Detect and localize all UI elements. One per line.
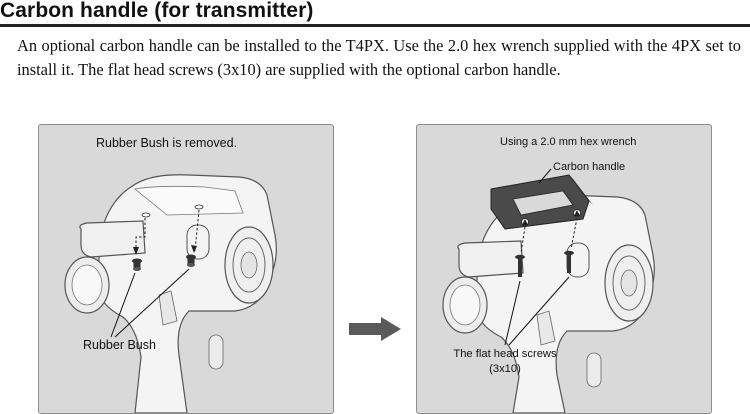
callout-rubber-bush: Rubber Bush xyxy=(83,338,156,352)
callout-flat-head-screws: The flat head screws (3x10) xyxy=(435,347,575,377)
caption-rubber-bush-removed: Rubber Bush is removed. xyxy=(96,136,238,150)
illustration-carbon-handle-install: Using a 2.0 mm hex wrench Carbon handle … xyxy=(416,124,712,414)
section-heading: Carbon handle (for transmitter) xyxy=(0,0,314,22)
callout-screws-line1: The flat head screws xyxy=(453,348,557,360)
caption-hex-wrench: Using a 2.0 mm hex wrench xyxy=(500,136,637,148)
intro-paragraph: An optional carbon handle can be install… xyxy=(17,36,741,79)
transmitter-illustration-left xyxy=(64,174,277,413)
next-step-arrow-icon xyxy=(349,317,401,341)
transmitter-illustration-right xyxy=(442,168,655,413)
callout-carbon-handle: Carbon handle xyxy=(553,161,626,173)
illustration-rubber-bush-removed: Rubber Bush is removed. Rubber Bush xyxy=(38,124,334,414)
callout-screws-line2: (3x10) xyxy=(489,363,521,375)
heading-underline xyxy=(0,24,750,27)
